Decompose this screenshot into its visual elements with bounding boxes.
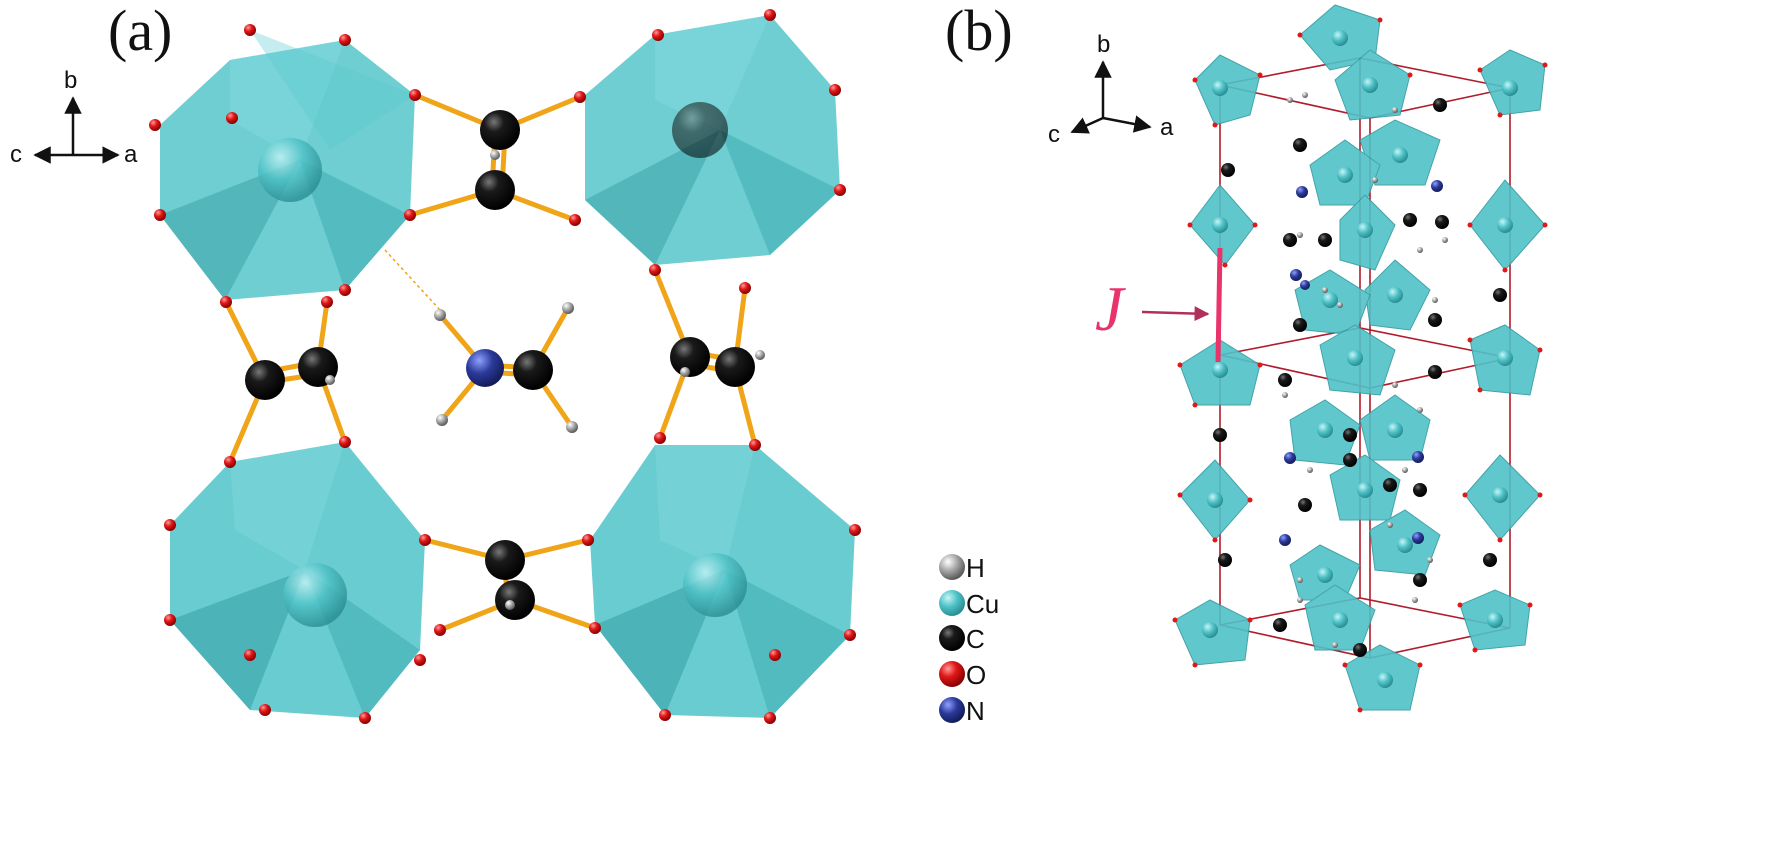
legend-label-n: N (966, 696, 985, 726)
legend-item-cu: Cu (939, 589, 999, 619)
legend-label-cu: Cu (966, 589, 999, 619)
panel-a-octahedron-bottom-right (590, 445, 855, 718)
panel-a-axis-a: a (124, 141, 138, 168)
panel-a-nitrogen-atom (466, 349, 504, 387)
panel-a-octahedron-top-right (585, 15, 840, 265)
hydrogen-bond-line (384, 249, 441, 311)
legend-item-n: N (939, 696, 985, 726)
panel-a-hydrogen-atoms (325, 150, 765, 610)
panel-b-nitrogen-atoms (1279, 180, 1443, 546)
panel-b-oxygen-atoms (1172, 17, 1548, 713)
legend-label-o: O (966, 660, 986, 690)
panel-b-carbon-atoms (1213, 98, 1507, 657)
legend-item-o: O (939, 660, 986, 690)
panel-a-oxygen-atoms (149, 9, 861, 724)
coupling-j-path (1215, 247, 1223, 363)
legend-item-h: H (939, 553, 985, 583)
panel-a-axis-b: b (64, 67, 77, 94)
panel-a-label: (a) (108, 0, 172, 63)
panel-a-axis-triad: b c a (10, 67, 138, 168)
panel-a-axis-c: c (10, 141, 22, 168)
legend-label-h: H (966, 553, 985, 583)
panel-a-carbon-atoms (245, 110, 755, 620)
panel-b-axis-triad: b c a (1048, 31, 1174, 148)
panel-b-label: (b) (945, 0, 1013, 63)
coupling-j-label: J (1095, 273, 1126, 344)
panel-a-octahedron-bottom-left (170, 442, 425, 718)
panel-b-axis-b: b (1097, 31, 1110, 58)
coupling-j-annotation: J (1095, 247, 1223, 363)
legend-item-c: C (939, 624, 985, 654)
panel-b: (b) b c a (945, 0, 1548, 713)
panel-a-octahedron-top-left (160, 30, 415, 300)
panel-b-hydrogen-atoms (1282, 92, 1448, 648)
panel-b-copper-atoms (1202, 30, 1518, 688)
legend-label-c: C (966, 624, 985, 654)
coupling-j-arrow (1141, 306, 1210, 322)
panel-a: (a) b c a (10, 0, 861, 724)
panel-b-axis-a: a (1160, 114, 1174, 141)
panel-b-axis-c: c (1048, 121, 1060, 148)
element-legend: H Cu C O N (939, 553, 999, 726)
